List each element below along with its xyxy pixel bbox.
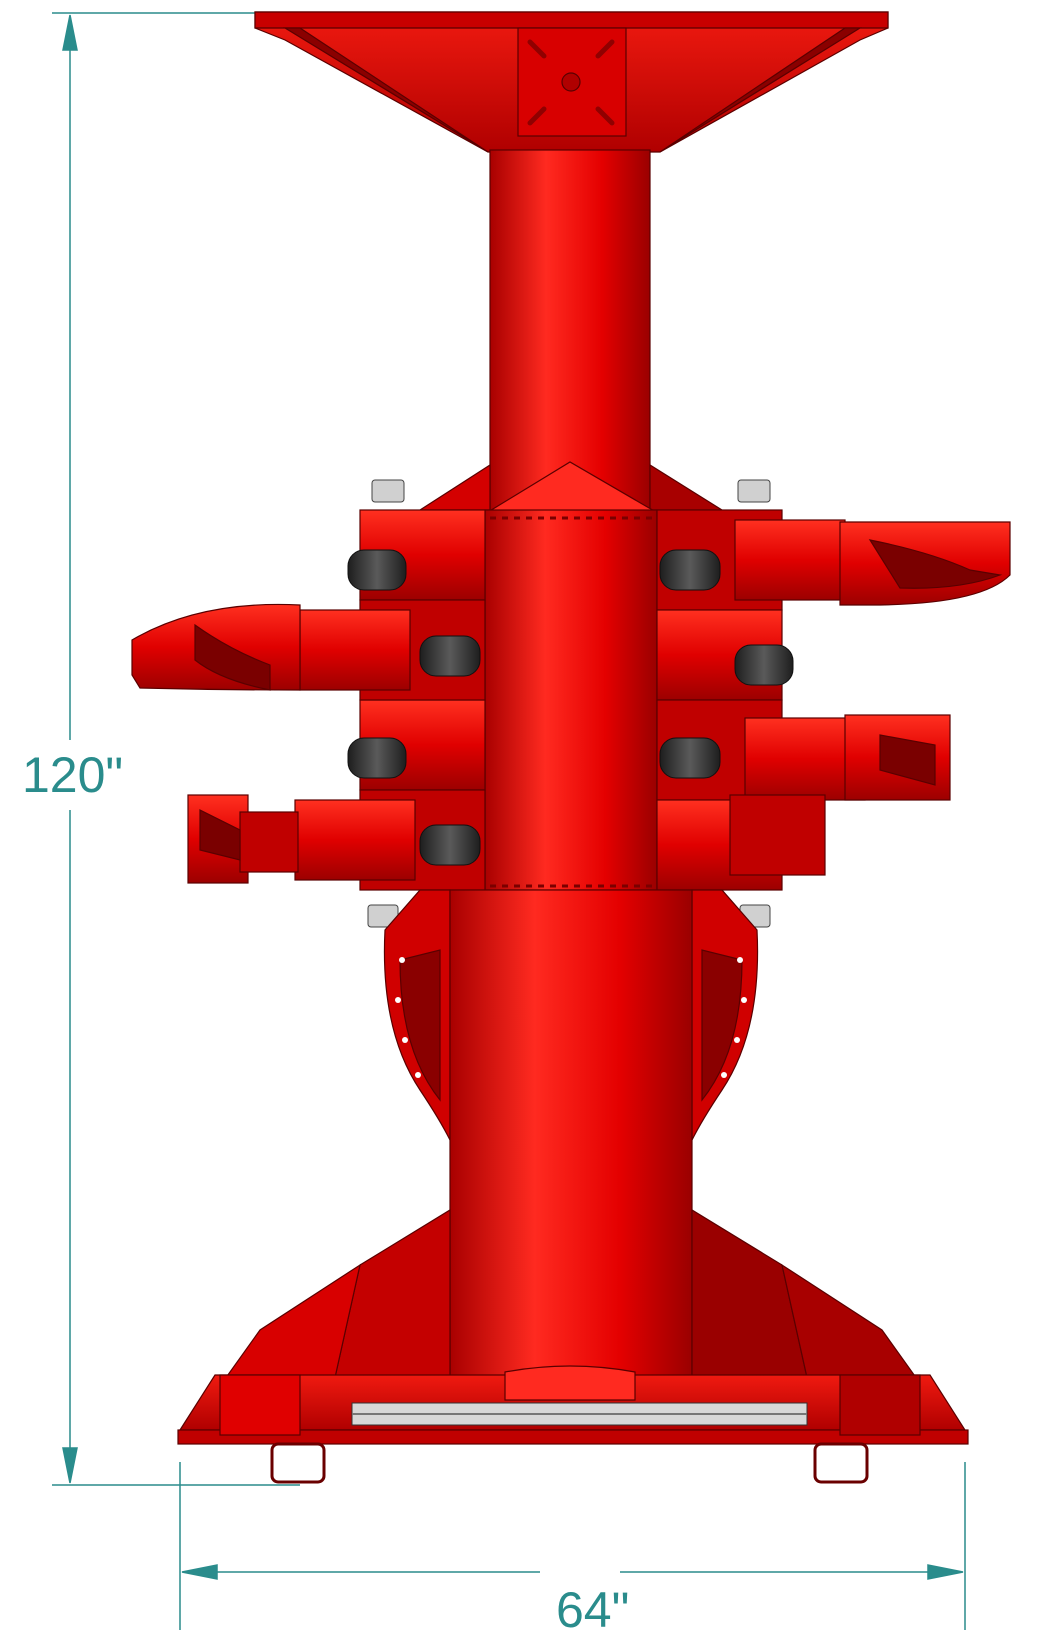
- roller: [659, 549, 721, 591]
- bolt-hole: [561, 72, 581, 92]
- lifting-loop-left: [270, 1442, 326, 1484]
- base-feet: [270, 1442, 869, 1484]
- rotator-housing: [383, 889, 759, 1141]
- dimension-width: [179, 1462, 966, 1630]
- height-dimension-label: 120": [18, 750, 128, 800]
- roller: [347, 549, 407, 591]
- roller: [419, 824, 481, 866]
- fasteners: [367, 479, 771, 928]
- nut: [371, 479, 405, 503]
- base-drive-chain: [351, 1402, 808, 1426]
- arrowhead-right: [927, 1564, 964, 1580]
- left-grapple-arm-upper: [131, 603, 411, 691]
- nut: [737, 479, 771, 503]
- arrowhead-up: [62, 14, 78, 51]
- housing-bolt-holes: [395, 957, 747, 1078]
- roller: [419, 635, 481, 677]
- guide-rollers: [347, 549, 794, 866]
- right-grapple-arm-upper: [734, 519, 1011, 606]
- arrowhead-down: [62, 1447, 78, 1484]
- roller: [347, 737, 407, 779]
- roller: [659, 737, 721, 779]
- rotator-body-plate: [484, 509, 658, 891]
- dimension-height: [52, 12, 300, 1486]
- top-mount-flange: [254, 11, 889, 153]
- width-dimension-label: 64": [552, 1585, 634, 1635]
- lifting-loop-right: [813, 1442, 869, 1484]
- lower-column: [449, 889, 693, 1401]
- upper-column: [489, 149, 651, 511]
- upper-gussets: [417, 461, 725, 513]
- left-grapple-arm-lower: [187, 794, 416, 884]
- right-grapple-arm-lower: [729, 714, 951, 876]
- roller: [734, 644, 794, 686]
- arrowhead-left: [181, 1564, 218, 1580]
